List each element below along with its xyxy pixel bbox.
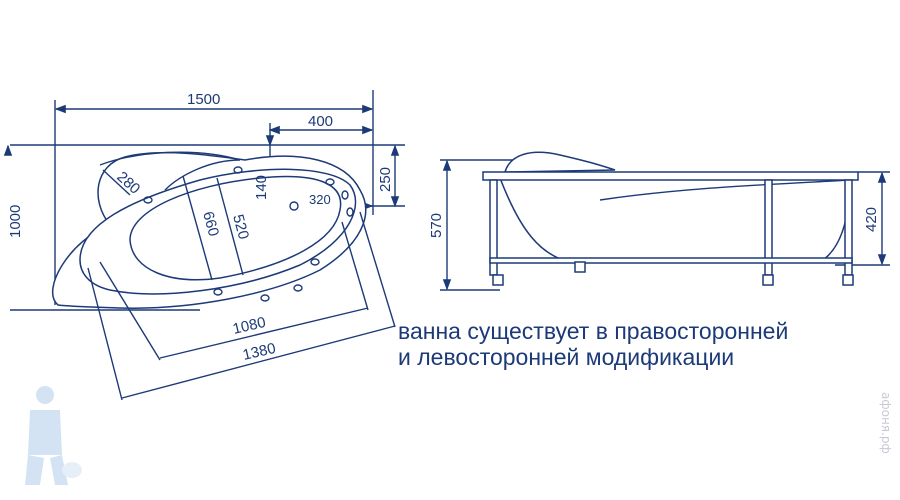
plumber-logo [25,386,82,485]
dim-overall-length: 1500 [187,91,220,108]
dim-drain-offset-x: 400 [308,113,333,130]
side-view: 570 420 [428,151,890,291]
dim-tub-depth: 420 [863,207,880,232]
caption-line-1: ванна существует в правосторонней [398,318,789,344]
dim-outer-bowl-length: 1380 [241,340,277,364]
dim-drain-to-edge: 320 [309,192,331,207]
top-view: 1500 400 1000 140 250 320 280 660 520 10… [3,90,405,401]
dim-headrest-offset: 140 [253,175,270,200]
jets [143,166,354,302]
dim-drain-offset-y: 250 [377,167,394,192]
drain-icon [289,201,299,211]
dim-overall-width: 1000 [7,205,24,238]
dim-inner-bowl-width: 520 [229,213,252,242]
dim-inner-bowl-length: 1080 [231,314,267,338]
watermark: афоня.рф [879,392,893,454]
dim-outer-bowl-width: 660 [199,210,222,239]
dim-total-height: 570 [428,213,445,238]
caption-line-2: и левосторонней модификации [398,344,735,370]
